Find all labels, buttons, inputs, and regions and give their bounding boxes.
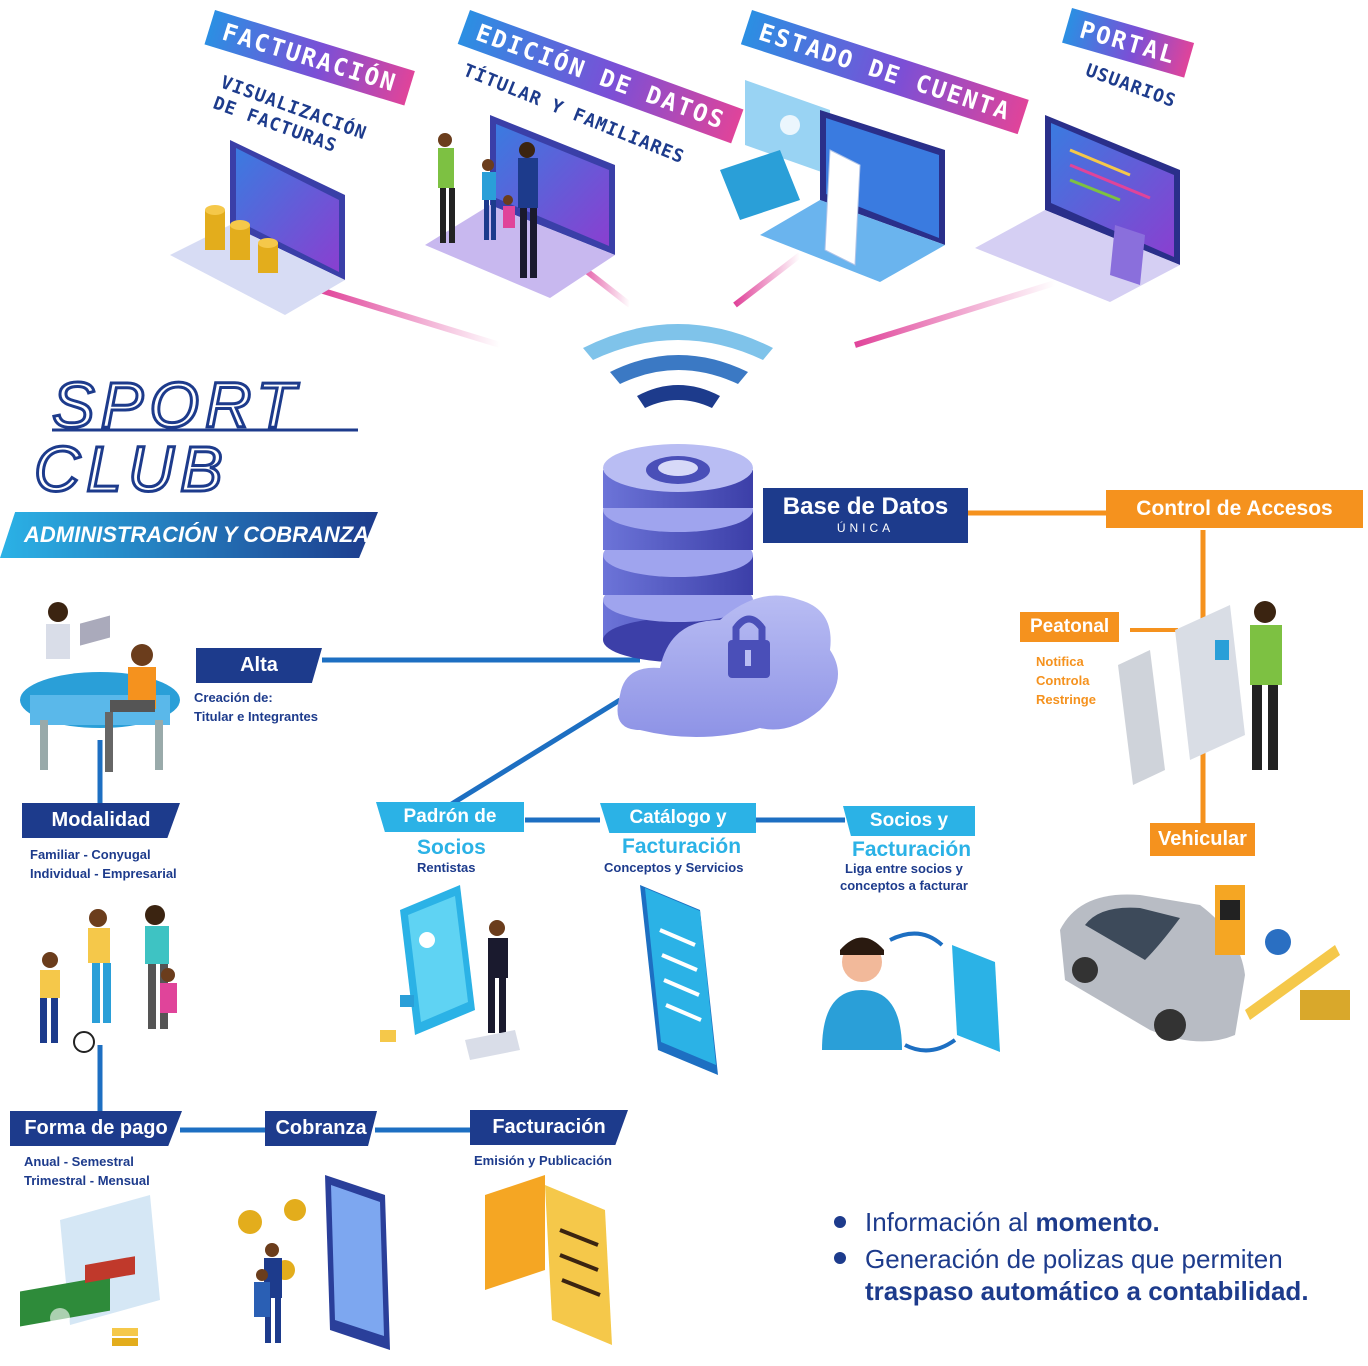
wifi-arc-middle bbox=[610, 355, 748, 384]
brand-line2: CLUB bbox=[32, 433, 229, 505]
padron-label-bottom: Socios bbox=[417, 836, 486, 859]
bullet-1-text: Información al bbox=[865, 1207, 1036, 1237]
vehicular-label: Vehicular bbox=[1150, 823, 1255, 856]
peatonal-items: Notifica Controla Restringe bbox=[1036, 654, 1096, 707]
car-barrier-illustration bbox=[1060, 885, 1350, 1042]
wifi-arc-outer bbox=[583, 324, 773, 360]
socios-facturacion-illustration bbox=[822, 931, 1000, 1053]
modalidad-label: Modalidad bbox=[22, 803, 180, 838]
socios-fact-description: Liga entre socios y conceptos a facturar bbox=[840, 861, 968, 893]
reception-desk-illustration bbox=[20, 602, 180, 772]
connector-portal bbox=[854, 280, 1056, 348]
padron-label-top: Padrón de bbox=[376, 802, 524, 832]
peatonal-label: Peatonal bbox=[1020, 612, 1120, 642]
database-title: Base de Datos bbox=[782, 493, 949, 520]
alta-description: Creación de: Titular e Integrantes bbox=[194, 690, 319, 724]
facturacion-label: Facturación bbox=[470, 1110, 628, 1145]
laptop-portal-illustration bbox=[975, 115, 1180, 302]
modalidad-description: Familiar - Conyugal Individual - Empresa… bbox=[30, 847, 177, 881]
brand-logo: SPORT CLUB bbox=[32, 369, 302, 505]
catalogo-label-top: Catálogo y bbox=[600, 803, 756, 833]
catalogo-description: Conceptos y Servicios bbox=[604, 860, 744, 875]
facturacion-description: Emisión y Publicación bbox=[474, 1153, 612, 1168]
bullet-2: Generación de polizas que permiten trasp… bbox=[865, 1243, 1309, 1307]
catalogo-label-bottom: Facturación bbox=[622, 835, 742, 858]
wifi-arc-inner bbox=[637, 385, 720, 408]
turnstile-illustration bbox=[1118, 601, 1282, 785]
bullet-1-bold: momento. bbox=[1035, 1207, 1160, 1237]
forma-pago-label: Forma de pago bbox=[10, 1111, 182, 1146]
facturacion-envelope-illustration bbox=[485, 1175, 612, 1345]
padron-illustration bbox=[380, 885, 520, 1060]
brand-tagline-bar bbox=[0, 512, 378, 558]
connector-estado bbox=[733, 252, 802, 308]
padron-description: Rentistas bbox=[417, 860, 476, 875]
forma-pago-description: Anual - Semestral Trimestral - Mensual bbox=[24, 1154, 150, 1188]
socios-fact-label-bottom: Facturación bbox=[852, 838, 972, 861]
bullet-2-text: Generación de polizas que permiten bbox=[865, 1244, 1283, 1274]
database-label: Base de Datos ÚNICA bbox=[763, 488, 968, 543]
bullet-dot-2 bbox=[834, 1252, 846, 1264]
forma-pago-illustration bbox=[20, 1195, 160, 1346]
laptop-facturacion-illustration bbox=[170, 140, 345, 315]
cobranza-label: Cobranza bbox=[265, 1111, 377, 1146]
brand-line1: SPORT bbox=[50, 369, 302, 441]
brand-tagline: ADMINISTRACIÓN Y COBRANZA bbox=[24, 522, 370, 547]
catalogo-document-illustration bbox=[640, 885, 718, 1075]
cloud-lock-icon bbox=[617, 595, 838, 738]
cobranza-illustration bbox=[238, 1175, 390, 1350]
family-illustration bbox=[40, 905, 177, 1053]
database-subtitle: ÚNICA bbox=[836, 521, 895, 535]
connector-facturacion bbox=[319, 287, 501, 348]
alta-label: Alta bbox=[196, 648, 322, 683]
laptop-edicion-illustration bbox=[425, 115, 615, 298]
bullet-1: Información al momento. bbox=[865, 1207, 1160, 1238]
access-control-label: Control de Accesos bbox=[1106, 490, 1363, 528]
socios-fact-label-top: Socios y bbox=[843, 806, 975, 836]
bullet-dot-1 bbox=[834, 1216, 846, 1228]
bullet-2-bold: traspaso automático a contabilidad. bbox=[865, 1276, 1309, 1306]
laptop-estado-illustration bbox=[720, 80, 945, 282]
